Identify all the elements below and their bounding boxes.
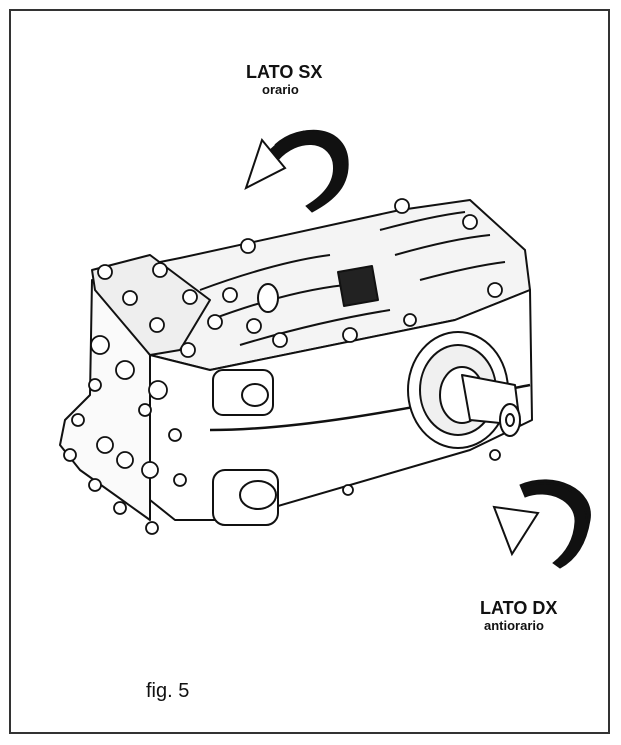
right-side-title: LATO DX (480, 598, 558, 618)
left-side-title: LATO SX (246, 62, 323, 82)
pump-body (59, 199, 533, 526)
clockwise-arrow-icon (244, 129, 349, 213)
right-side-rotation: antiorario (484, 618, 544, 633)
bolt-heads (63, 198, 503, 535)
counterclockwise-arrow-icon (492, 479, 591, 569)
figure-caption: fig. 5 (146, 680, 190, 702)
left-side-rotation: orario (262, 82, 299, 97)
